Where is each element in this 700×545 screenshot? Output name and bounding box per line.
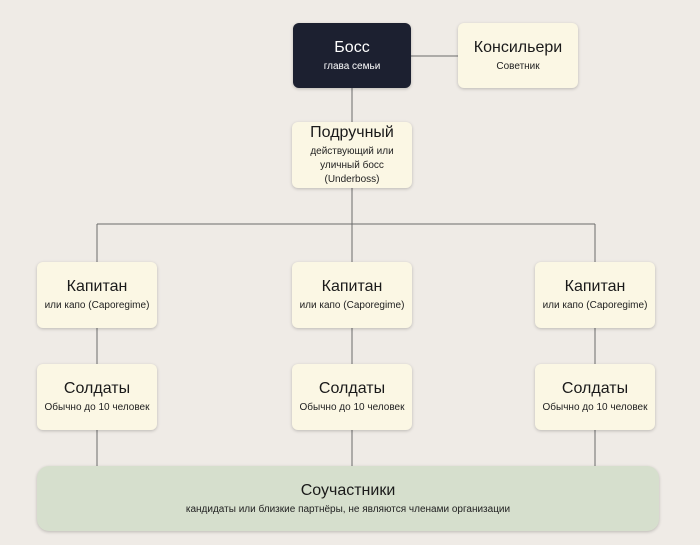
soldiers-subtitle: Обычно до 10 человек <box>542 402 648 413</box>
associates-subtitle: кандидаты или близкие партнёры, не являю… <box>185 503 511 515</box>
captain-subtitle: или капо (Caporegime) <box>542 300 648 311</box>
captain-title: Капитан <box>321 278 383 295</box>
soldiers-title: Солдаты <box>63 380 131 397</box>
soldiers-subtitle: Обычно до 10 человек <box>299 402 405 413</box>
boss-node: Босс глава семьи <box>293 23 411 88</box>
soldiers-subtitle: Обычно до 10 человек <box>44 402 150 413</box>
captain-node: Капитан или капо (Caporegime) <box>292 262 412 328</box>
consigliere-title: Консильери <box>473 38 563 56</box>
captain-node: Капитан или капо (Caporegime) <box>37 262 157 328</box>
captain-title: Капитан <box>564 278 626 295</box>
captain-node: Капитан или капо (Caporegime) <box>535 262 655 328</box>
captain-subtitle: или капо (Caporegime) <box>44 300 150 311</box>
soldiers-node: Солдаты Обычно до 10 человек <box>292 364 412 430</box>
captain-title: Капитан <box>66 278 128 295</box>
underboss-title: Подручный <box>310 124 394 141</box>
associates-title: Соучастники <box>300 481 396 499</box>
soldiers-title: Солдаты <box>561 380 629 397</box>
boss-subtitle: глава семьи <box>323 60 381 72</box>
underboss-subtitle: действующий или уличный босс (Underboss) <box>310 146 394 185</box>
consigliere-subtitle: Советник <box>496 60 540 72</box>
consigliere-node: Консильери Советник <box>458 23 578 88</box>
associates-node: Соучастники кандидаты или близкие партнё… <box>37 466 659 531</box>
captain-subtitle: или капо (Caporegime) <box>299 300 405 311</box>
soldiers-node: Солдаты Обычно до 10 человек <box>37 364 157 430</box>
underboss-node: Подручный действующий или уличный босс (… <box>292 122 412 188</box>
boss-title: Босс <box>334 38 370 56</box>
soldiers-node: Солдаты Обычно до 10 человек <box>535 364 655 430</box>
soldiers-title: Солдаты <box>318 380 386 397</box>
